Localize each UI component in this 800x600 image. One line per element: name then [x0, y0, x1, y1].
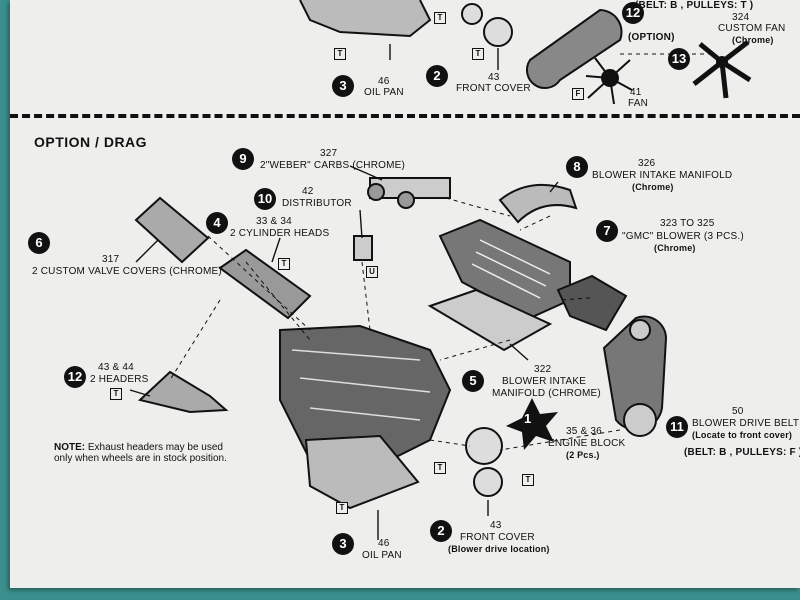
engine-block-part-number: 35 & 36 — [566, 426, 602, 437]
box-T-top-1: T — [434, 12, 446, 24]
headers-part-number: 43 & 44 — [98, 362, 134, 373]
lower-manifold-part-number: 322 — [534, 364, 552, 375]
blower-intake-manifold-finish: (Chrome) — [632, 182, 674, 192]
box-T-heads: T — [278, 258, 290, 270]
step-9: 9 — [232, 148, 254, 170]
box-T-top-2: T — [334, 48, 346, 60]
step-10: 10 — [254, 188, 276, 210]
step-3: 3 — [332, 533, 354, 555]
blower-intake-manifold-part-number: 326 — [638, 158, 656, 169]
custom-fan-finish: (Chrome) — [732, 35, 774, 45]
front-cover-name-top: FRONT COVER — [456, 83, 531, 94]
note-title: NOTE: — [54, 442, 86, 453]
valve-covers-name: 2 CUSTOM VALVE COVERS (Chrome) — [32, 266, 222, 277]
custom-fan-part-number: 324 — [732, 12, 750, 23]
distributor-part-number: 42 — [302, 186, 314, 197]
engine-block-name: ENGINE BLOCK — [548, 438, 626, 449]
box-F-top: F — [572, 88, 584, 100]
front-cover-part-number: 43 — [490, 520, 502, 531]
front-cover-part-number-top: 43 — [488, 72, 500, 83]
custom-fan-name: CUSTOM FAN — [718, 23, 786, 34]
oil-pan-part-number: 46 — [378, 538, 390, 549]
step-5: 5 — [462, 370, 484, 392]
gmc-blower-name: "GMC" BLOWER (3 Pcs.) — [622, 231, 744, 242]
distributor-name: DISTRIBUTOR — [282, 198, 352, 209]
engine-exploded-drawing — [129, 0, 752, 540]
oil-pan-name: OIL PAN — [362, 550, 402, 561]
box-T-headers: T — [110, 388, 122, 400]
step-2-top: 2 — [426, 65, 448, 87]
heads-name: 2 CYLINDER HEADS — [230, 228, 330, 239]
step-1: 1 — [524, 411, 532, 426]
drive-belt-part-number: 50 — [732, 406, 744, 417]
gmc-blower-part-number: 323 to 325 — [660, 218, 715, 229]
step-7: 7 — [596, 220, 618, 242]
instruction-sheet: (Belt: B , Pulleys: T ) 12 324 CUSTOM FA… — [10, 0, 800, 588]
carbs-name: 2"WEBER" CARBS (Chrome) — [260, 160, 406, 171]
step-3-top: 3 — [332, 75, 354, 97]
oil-pan-part-number-top: 46 — [378, 76, 390, 87]
front-cover-sub: (Blower drive location) — [448, 544, 550, 554]
drive-belt-pulley-line: (Belt: B , Pulleys: F ) — [684, 447, 800, 458]
lower-manifold-name-2: MANIFOLD (Chrome) — [492, 388, 601, 399]
step-2: 2 — [430, 520, 452, 542]
exhaust-note: NOTE: Exhaust headers may be used only w… — [54, 442, 244, 464]
box-T-front-1: T — [434, 462, 446, 474]
step-13: 13 — [668, 48, 690, 70]
headers-name: 2 HEADERS — [90, 374, 149, 385]
oil-pan-name-top: OIL PAN — [364, 87, 404, 98]
top-belt-pulley-line: (Belt: B , Pulleys: T ) — [635, 0, 754, 11]
option-label: (OPTION) — [628, 32, 675, 43]
step-8: 8 — [566, 156, 588, 178]
box-U: U — [366, 266, 378, 278]
step-12: 12 — [64, 366, 86, 388]
step-11: 11 — [666, 416, 688, 438]
engine-block-pieces: (2 Pcs.) — [566, 450, 600, 460]
front-cover-name: FRONT COVER — [460, 532, 535, 543]
section-title: OPTION / DRAG — [34, 134, 148, 150]
fan-part-number: 41 — [630, 87, 642, 98]
drive-belt-name: BLOWER DRIVE BELT — [692, 418, 800, 429]
carbs-part-number: 327 — [320, 148, 338, 159]
box-T-oil-pan: T — [336, 502, 348, 514]
step-12-top: 12 — [622, 2, 644, 24]
step-6: 6 — [28, 232, 50, 254]
fan-name: FAN — [628, 98, 649, 109]
box-T-front-2: T — [522, 474, 534, 486]
heads-part-number: 33 & 34 — [256, 216, 292, 227]
section-divider — [10, 114, 800, 118]
step-4: 4 — [206, 212, 228, 234]
valve-covers-part-number: 317 — [102, 254, 120, 265]
drive-belt-sub: (Locate to front cover) — [692, 430, 793, 440]
blower-intake-manifold-name: BLOWER INTAKE MANIFOLD — [592, 170, 733, 181]
lower-manifold-name: BLOWER INTAKE — [502, 376, 587, 387]
note-body: Exhaust headers may be used only when wh… — [54, 442, 227, 464]
box-T-top-3: T — [472, 48, 484, 60]
gmc-blower-finish: (Chrome) — [654, 243, 696, 253]
